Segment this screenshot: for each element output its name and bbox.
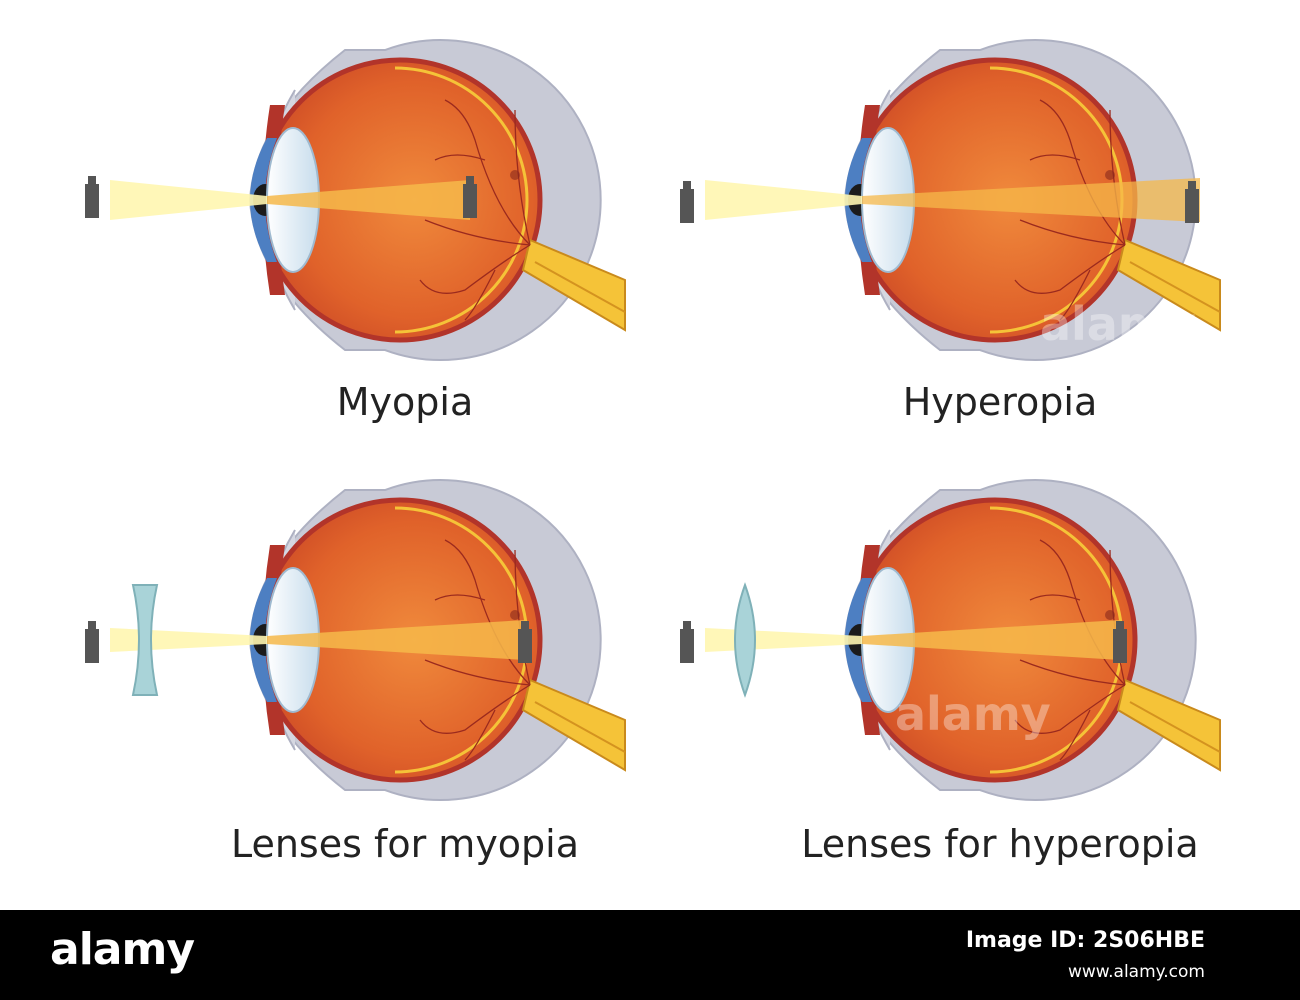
- light-beam: [110, 180, 267, 220]
- caption-hyperopia: Hyperopia: [902, 380, 1098, 424]
- image-id-label: Image ID: 2S06HBE: [965, 928, 1205, 953]
- panel-lenses-for-hyperopia: [680, 480, 1220, 800]
- object-icon: [85, 176, 99, 218]
- focused-beam: [862, 178, 1200, 222]
- footer-bar: alamy Image ID: 2S06HBE www.alamy.com: [0, 910, 1300, 1000]
- panel-myopia: [85, 40, 625, 360]
- alamy-logo[interactable]: alamy: [50, 924, 195, 975]
- object-icon: [680, 621, 694, 663]
- panel-hyperopia: [680, 40, 1220, 360]
- caption-lenses-for-myopia: Lenses for myopia: [230, 822, 580, 866]
- object-icon: [85, 621, 99, 663]
- focused-beam: [267, 180, 470, 220]
- focused-beam: [267, 620, 525, 660]
- light-beam: [705, 628, 862, 652]
- light-beam: [110, 628, 267, 652]
- object-icon: [680, 181, 694, 223]
- concave-lens-icon: [131, 584, 159, 696]
- focused-beam: [862, 620, 1120, 660]
- eye-diagram-figure: alamy alamy: [85, 0, 1300, 910]
- caption-lenses-for-hyperopia: Lenses for hyperopia: [801, 822, 1199, 866]
- panel-lenses-for-myopia: [85, 480, 625, 800]
- footer-url-link[interactable]: www.alamy.com: [1067, 962, 1205, 982]
- convex-lens-icon: [734, 582, 756, 698]
- caption-myopia: Myopia: [336, 380, 474, 424]
- watermark: alamy: [1040, 297, 1196, 351]
- light-beam: [705, 180, 862, 220]
- watermark: alamy: [895, 687, 1051, 741]
